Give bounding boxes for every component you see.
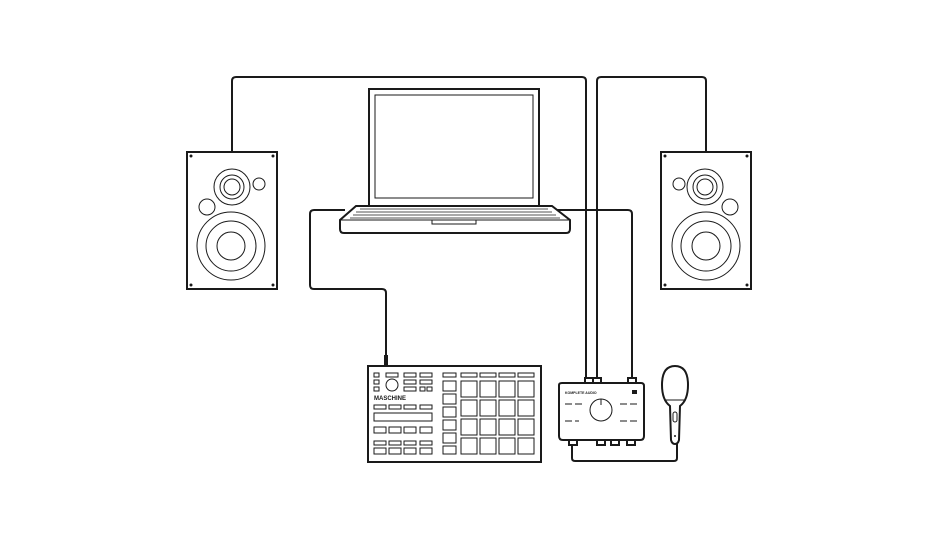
- drum-pads: [460, 380, 535, 455]
- cable-right-speaker: [596, 76, 707, 380]
- usb-connector: [384, 355, 388, 365]
- maschine-controller: MASCHINE: [367, 365, 542, 463]
- maschine-label: MASCHINE: [374, 396, 406, 402]
- cable-left-speaker: [231, 76, 587, 380]
- cable-laptop-interface: [550, 209, 633, 380]
- left-speaker: [186, 151, 278, 290]
- audio-interface: KOMPLETE AUDIO: [558, 377, 645, 446]
- cable-mic-interface: [571, 440, 678, 462]
- right-speaker: [660, 151, 752, 290]
- microphone: [660, 364, 690, 446]
- keyboard: [350, 208, 560, 219]
- laptop: [339, 88, 571, 234]
- interface-label: KOMPLETE AUDIO: [565, 391, 597, 395]
- cables: [231, 76, 707, 462]
- cable-laptop-maschine: [309, 209, 387, 358]
